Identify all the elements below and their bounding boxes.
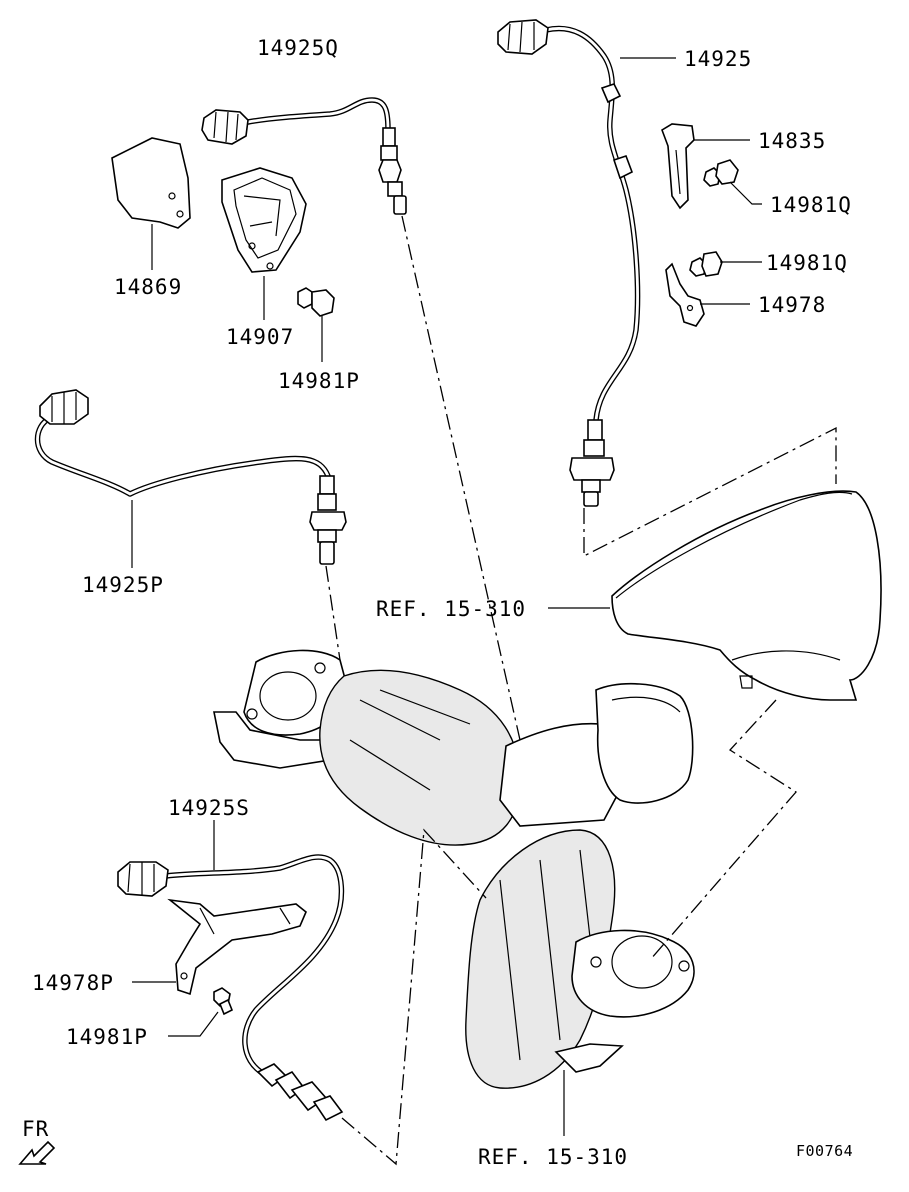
- label-14978P: 14978P: [32, 971, 114, 995]
- wire-clip-icon: [600, 83, 634, 180]
- exhaust-manifold[interactable]: [611, 490, 882, 701]
- label-14981Q-b: 14981Q: [766, 251, 848, 275]
- bolt-14981P-lower[interactable]: [213, 987, 234, 1016]
- locator-lines: [325, 215, 837, 1166]
- bolt-14981Q-b[interactable]: [689, 251, 723, 277]
- oxygen-sensor-14925Q[interactable]: [201, 97, 407, 215]
- label-14907: 14907: [226, 325, 294, 349]
- leader-line: [729, 181, 762, 205]
- leader-line: [168, 1011, 219, 1037]
- label-14981P-a: 14981P: [278, 369, 360, 393]
- sensor-body-icon: [309, 475, 347, 565]
- bracket-14907[interactable]: [221, 167, 307, 273]
- sensor-body-icon: [256, 1063, 344, 1122]
- label-ref-lower: REF. 15-310: [478, 1145, 628, 1169]
- label-14869: 14869: [114, 275, 182, 299]
- connector-plug-icon: [39, 389, 89, 425]
- label-14925P: 14925P: [82, 573, 164, 597]
- bracket-14978P[interactable]: [167, 898, 307, 996]
- label-14835: 14835: [758, 129, 826, 153]
- front-label: FR: [22, 1117, 49, 1141]
- figure-code: F00764: [796, 1142, 853, 1160]
- bolt-14981Q-a[interactable]: [703, 159, 739, 187]
- clip-bracket-14978[interactable]: [665, 262, 705, 327]
- heat-shield-14869[interactable]: [111, 137, 191, 229]
- front-direction-indicator: FR: [18, 1117, 56, 1165]
- bracket-14835[interactable]: [661, 123, 695, 210]
- oxygen-sensor-14925P[interactable]: [34, 389, 347, 565]
- label-14981Q-a: 14981Q: [770, 193, 852, 217]
- label-14981P-b: 14981P: [66, 1025, 148, 1049]
- label-14925S: 14925S: [168, 796, 250, 820]
- label-14978: 14978: [758, 293, 826, 317]
- arrow-down-left-icon: [18, 1140, 56, 1165]
- label-ref-upper: REF. 15-310: [376, 597, 526, 621]
- label-14925: 14925: [684, 47, 752, 71]
- connector-plug-icon: [201, 109, 249, 145]
- connector-plug-icon: [497, 19, 549, 55]
- oxygen-sensor-14925S[interactable]: [117, 854, 345, 1122]
- catalytic-converter[interactable]: [213, 649, 695, 1089]
- oxygen-sensor-14925[interactable]: [497, 19, 641, 507]
- connector-plug-icon: [117, 861, 169, 897]
- sensor-body-icon: [378, 127, 407, 215]
- bolt-14981P-upper[interactable]: [297, 287, 335, 317]
- label-14925Q: 14925Q: [257, 36, 339, 60]
- sensor-body-icon: [569, 419, 615, 507]
